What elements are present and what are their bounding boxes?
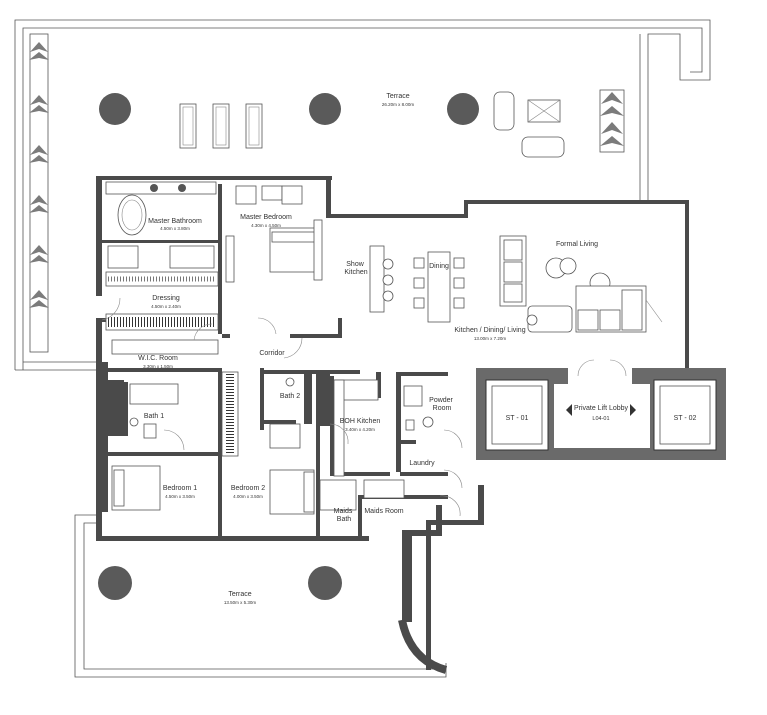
bath1-fixtures	[129, 383, 179, 439]
dim-bedroom-2: 4.00m x 3.50m	[233, 494, 263, 499]
bedroom2-furniture	[269, 469, 315, 515]
dim-terrace-top: 26.20m x 8.00m	[382, 102, 415, 107]
label-bath-2: Bath 2	[280, 393, 300, 400]
room-labels: Terrace 26.20m x 8.00m Master Bathroom 4…	[138, 93, 696, 605]
label-wic-room: W.I.C. Room	[138, 355, 178, 362]
bath2-fixtures	[269, 377, 301, 449]
master-bathroom-fixtures	[105, 181, 217, 269]
dim-bedroom-1: 4.50m x 3.50m	[165, 494, 195, 499]
terrace-bottom-columns	[98, 566, 342, 600]
terrace-lounge-set	[493, 91, 565, 158]
dim-master-bedroom: 4.30m x 4.50m	[251, 223, 281, 228]
label-laundry: Laundry	[409, 460, 435, 467]
dim-dressing: 4.50m x 2.40m	[151, 304, 181, 309]
label-show-kitchen-line1: Show	[346, 261, 364, 268]
label-boh-kitchen: BOH Kitchen	[340, 418, 381, 425]
label-powder-room-line1: Powder	[429, 397, 453, 404]
label-corridor: Corridor	[259, 350, 285, 357]
label-maids-bath: Maids Bath	[334, 508, 355, 523]
label-kitchen-dining-living: Kitchen / Dining/ Living	[454, 327, 525, 334]
label-powder-room: Powder Room	[429, 397, 455, 412]
dim-wic-room: 3.30m x 1.50m	[143, 364, 173, 369]
dressing-wardrobes	[105, 271, 219, 331]
label-private-lift-lobby: Private Lift Lobby	[574, 405, 629, 412]
dim-master-bathroom: 4.50m x 3.80m	[160, 226, 190, 231]
label-bedroom-1: Bedroom 1	[163, 485, 197, 492]
corridor-wardrobe	[221, 371, 239, 457]
dim-boh-kitchen: 3.40m x 4.20m	[345, 427, 375, 432]
dim-terrace-bottom: 13.50m x 5.30m	[224, 600, 257, 605]
label-terrace-bottom: Terrace	[228, 591, 251, 598]
exterior-walls	[96, 176, 689, 541]
label-dining: Dining	[429, 263, 449, 270]
sun-loungers	[179, 103, 263, 149]
label-dressing: Dressing	[152, 295, 180, 302]
master-bedroom-furniture	[225, 185, 323, 283]
dim-private-lift-lobby: L04-01	[592, 416, 609, 422]
label-maids-bath-line1: Maids	[334, 508, 353, 515]
terrace-top-outline	[14, 19, 711, 371]
show-kitchen-dining-furniture	[369, 245, 465, 323]
label-master-bathroom: Master Bathroom	[148, 218, 202, 225]
label-maids-bath-line2: Bath	[337, 516, 352, 523]
label-bath-1: Bath 1	[144, 413, 164, 420]
wic-wardrobes	[111, 339, 219, 355]
curved-wall	[398, 485, 484, 674]
label-formal-living: Formal Living	[556, 241, 598, 248]
terrace-bottom-outline	[74, 514, 447, 678]
label-st-01: ST - 01	[506, 415, 529, 422]
planter-right	[599, 89, 625, 153]
formal-living-furniture	[499, 235, 663, 333]
service-fixtures	[319, 379, 434, 511]
terrace-columns	[99, 93, 479, 125]
planter-left	[29, 33, 49, 353]
lift-core	[476, 356, 726, 460]
label-st-02: ST - 02	[674, 415, 697, 422]
bedroom1-furniture	[111, 465, 161, 511]
label-powder-room-line2: Room	[433, 405, 452, 412]
label-show-kitchen-line2: Kitchen	[344, 269, 367, 276]
dim-kitchen-dining-living: 13.00m x 7.20m	[474, 336, 507, 341]
label-bedroom-2: Bedroom 2	[231, 485, 265, 492]
label-show-kitchen: Show Kitchen	[344, 261, 367, 276]
label-master-bedroom: Master Bedroom	[240, 214, 292, 221]
label-maids-room: Maids Room	[364, 508, 403, 515]
door-swings	[101, 297, 463, 517]
label-terrace-top: Terrace	[386, 93, 409, 100]
